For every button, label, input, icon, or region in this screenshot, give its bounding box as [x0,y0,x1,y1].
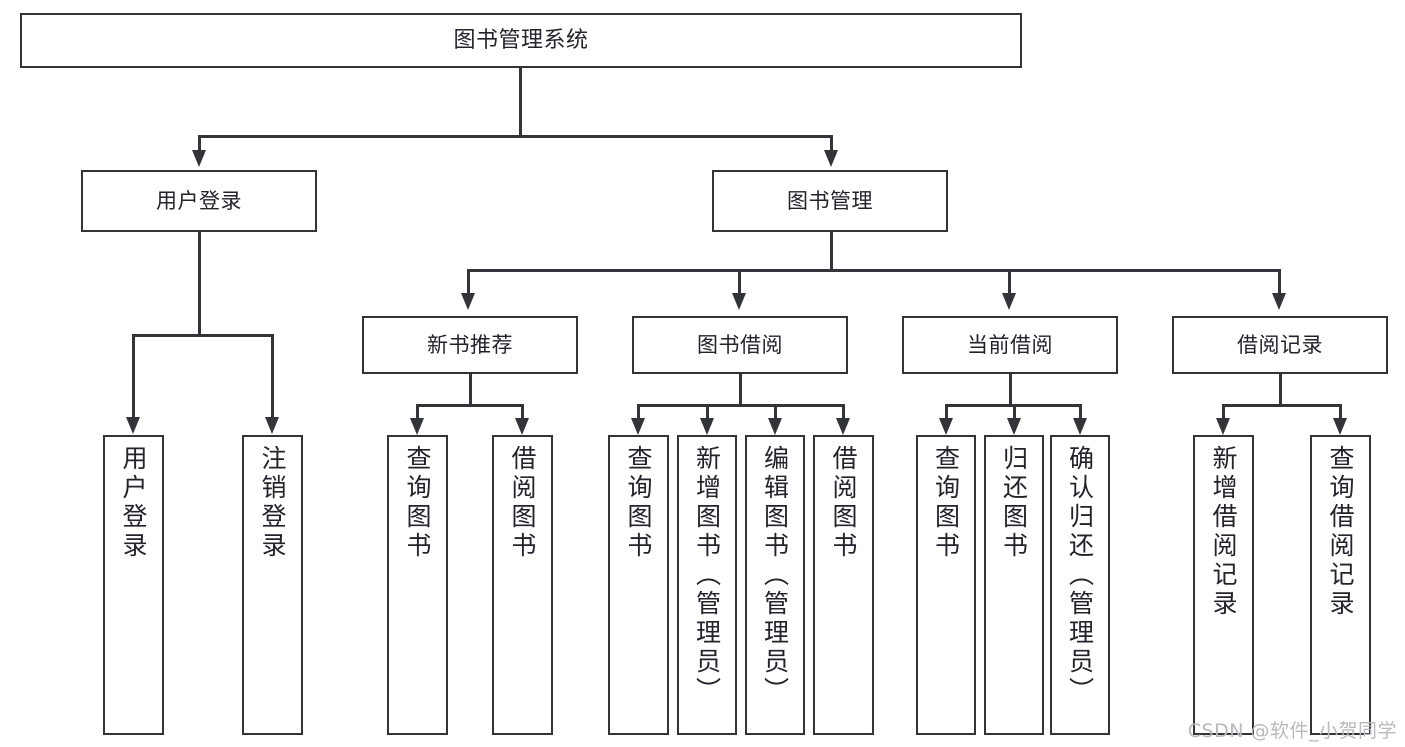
arrow-bb-leaf-3 [768,418,782,435]
leaf-br-query-record[interactable]: 查询借阅记录 [1310,435,1371,735]
leaf-bb-add-book-admin[interactable]: 新增图书（管理员） [677,435,737,735]
arrow-bb-leaf-2 [700,418,714,435]
connector-user-login-stem [198,232,201,336]
arrow-root-to-book-management [824,150,838,167]
connector-nbr-drop-1 [416,404,419,422]
connector-root-to-book-management [830,135,833,159]
node-label: 查询借阅记录 [1326,445,1355,619]
connector-bb-drop-3 [774,404,777,422]
connector-book-management-bus [467,269,1278,272]
node-label: 注销登录 [258,445,287,561]
node-label: 确认归还（管理员） [1065,445,1095,706]
connector-bb-drop-1 [637,404,640,422]
arrow-nbr-leaf-1 [410,418,424,435]
arrow-br-leaf-1 [1216,418,1230,435]
connector-br-stem [1279,374,1282,406]
leaf-cb-query-book[interactable]: 查询图书 [916,435,976,735]
connector-bm-drop-3 [1008,269,1011,297]
arrow-bm-to-borrow-record [1272,293,1286,310]
node-label: 用户登录 [119,445,148,561]
node-borrow-record[interactable]: 借阅记录 [1172,316,1388,374]
node-label: 新增借阅记录 [1209,445,1238,619]
connector-user-login-drop-1 [132,334,135,421]
connector-nbr-drop-2 [521,404,524,422]
node-label: 归还图书 [999,445,1029,561]
arrow-root-to-user-login [192,150,206,167]
node-label: 借阅图书 [829,445,858,561]
node-label: 编辑图书（管理员） [760,445,790,706]
connector-bb-stem [739,374,742,406]
connector-bb-drop-4 [842,404,845,422]
arrow-bm-to-current-borrow [1002,293,1016,310]
arrow-nbr-leaf-2 [515,418,529,435]
node-label: 图书管理 [787,188,873,213]
connector-cb-drop-3 [1079,404,1082,422]
node-root-book-management-system[interactable]: 图书管理系统 [20,13,1022,68]
arrow-bm-to-new-book-recommend [461,293,475,310]
arrow-cb-leaf-3 [1073,418,1087,435]
node-label: 查询图书 [931,445,961,561]
arrow-bb-leaf-4 [836,418,850,435]
node-label: 查询图书 [403,445,432,561]
connector-bb-drop-2 [706,404,709,422]
arrow-cb-leaf-2 [1007,418,1021,435]
connector-cb-stem [1009,374,1012,406]
leaf-cb-return-book[interactable]: 归还图书 [984,435,1044,735]
connector-br-bus [1222,404,1340,407]
node-label: 借阅图书 [508,445,537,561]
leaf-bb-edit-book-admin[interactable]: 编辑图书（管理员） [745,435,805,735]
connector-bm-drop-1 [467,269,470,297]
connector-cb-drop-1 [945,404,948,422]
connector-nbr-bus [416,404,522,407]
leaf-bb-borrow-book[interactable]: 借阅图书 [813,435,874,735]
node-label: 当前借阅 [967,332,1053,357]
arrow-bb-leaf-1 [631,418,645,435]
node-label: 图书借阅 [697,332,783,357]
arrow-user-login-leaf-2 [265,417,279,434]
node-new-book-recommend[interactable]: 新书推荐 [362,316,578,374]
connector-cb-drop-2 [1013,404,1016,422]
connector-br-drop-2 [1339,404,1342,422]
leaf-bb-query-book[interactable]: 查询图书 [608,435,669,735]
connector-bb-bus [637,404,844,407]
connector-br-drop-1 [1222,404,1225,422]
connector-root-stem [519,68,522,136]
leaf-br-add-record[interactable]: 新增借阅记录 [1193,435,1254,735]
connector-user-login-bus [132,334,272,337]
connector-bm-drop-4 [1278,269,1281,297]
node-label: 查询图书 [624,445,653,561]
leaf-user-login-login[interactable]: 用户登录 [103,435,164,735]
node-user-login[interactable]: 用户登录 [81,170,317,232]
node-label: 借阅记录 [1237,332,1323,357]
arrow-cb-leaf-1 [939,418,953,435]
connector-user-login-drop-2 [271,334,274,421]
leaf-nbr-query-book[interactable]: 查询图书 [387,435,448,735]
connector-root-to-user-login [198,135,201,159]
arrow-br-leaf-2 [1333,418,1347,435]
node-book-borrow[interactable]: 图书借阅 [632,316,848,374]
node-label: 新书推荐 [427,332,513,357]
node-label: 图书管理系统 [453,27,589,53]
connector-book-management-stem [830,232,833,271]
node-book-management[interactable]: 图书管理 [712,170,948,232]
leaf-user-login-logout[interactable]: 注销登录 [242,435,303,735]
watermark-text: CSDN @软件_小贺同学 [1187,720,1397,742]
connector-root-bus [198,135,832,138]
connector-nbr-stem [469,374,472,406]
node-label: 用户登录 [156,188,242,213]
leaf-cb-confirm-return-admin[interactable]: 确认归还（管理员） [1050,435,1110,735]
arrow-bm-to-book-borrow [732,293,746,310]
connector-bm-drop-2 [738,269,741,297]
leaf-nbr-borrow-book[interactable]: 借阅图书 [492,435,553,735]
arrow-user-login-leaf-1 [126,417,140,434]
node-label: 新增图书（管理员） [692,445,722,706]
node-current-borrow[interactable]: 当前借阅 [902,316,1118,374]
